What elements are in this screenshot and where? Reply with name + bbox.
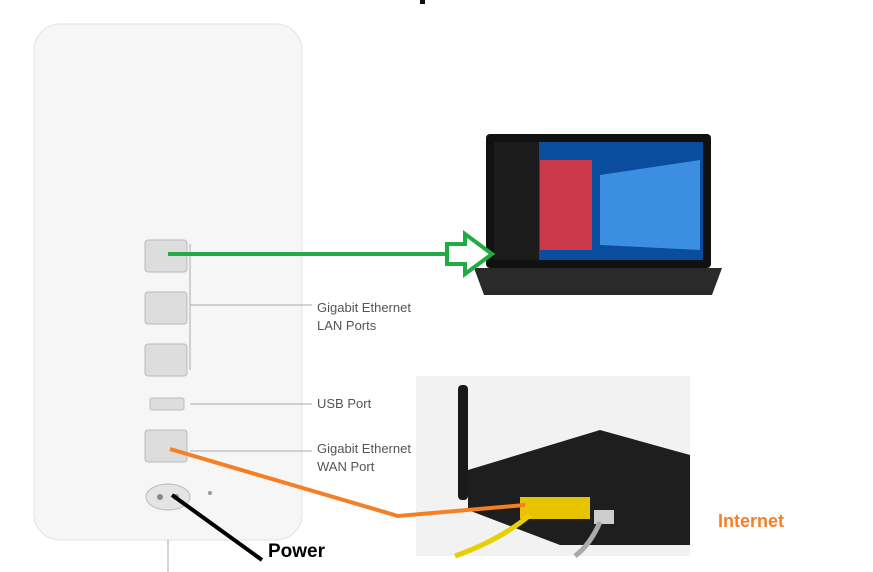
internet-label: Internet xyxy=(718,511,785,531)
lan-label-line1: Gigabit Ethernet xyxy=(317,300,411,315)
laptop-image xyxy=(474,134,722,295)
lan-port-2 xyxy=(144,291,188,325)
wan-port xyxy=(144,429,188,463)
power-socket xyxy=(145,483,191,511)
modem-image xyxy=(416,376,690,559)
arrow-head-icon xyxy=(445,230,496,278)
usb-port-label: USB Port xyxy=(317,396,372,411)
lan-port-3 xyxy=(144,343,188,377)
airport-router xyxy=(33,23,312,572)
wan-connection-line xyxy=(169,447,526,519)
lan-label-line2: LAN Ports xyxy=(317,318,377,333)
power-connection-line xyxy=(170,493,264,562)
usb-port xyxy=(149,397,185,411)
power-label: Power xyxy=(268,541,326,562)
wan-label-line2: WAN Port xyxy=(317,459,375,474)
wan-label-line1: Gigabit Ethernet xyxy=(317,441,411,456)
cropped-title-fragment xyxy=(420,0,425,4)
